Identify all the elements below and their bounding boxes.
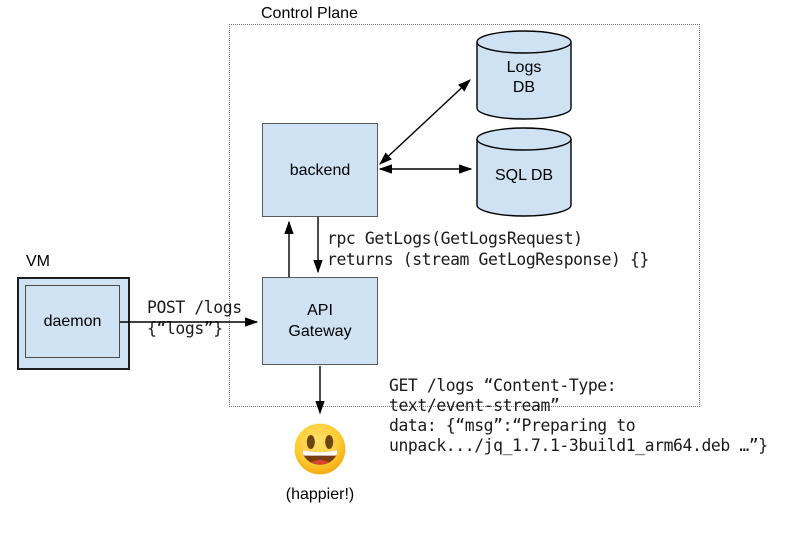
api-gateway-label: API Gateway <box>288 302 352 340</box>
daemon-label: daemon <box>43 313 102 330</box>
daemon-node: daemon <box>25 285 120 358</box>
api-gateway-node: API Gateway <box>262 277 378 365</box>
happier-caption: (happier!) <box>285 486 355 503</box>
backend-label: backend <box>289 161 351 179</box>
sql-db-label: SQL DB <box>494 167 554 184</box>
vm-label: VM <box>26 253 50 270</box>
control-plane-boundary <box>229 24 700 407</box>
rpc-getlogs-annotation: rpc GetLogs(GetLogsRequest) returns (str… <box>327 229 649 269</box>
control-plane-label: Control Plane <box>261 5 358 22</box>
happy-emoji <box>292 421 348 477</box>
get-logs-stream-annotation: GET /logs “Content-Type: text/event-stre… <box>389 376 768 455</box>
logs-db-label: Logs DB <box>506 59 542 96</box>
post-logs-annotation: POST /logs {“logs”} <box>147 298 242 338</box>
backend-node: backend <box>262 123 378 217</box>
